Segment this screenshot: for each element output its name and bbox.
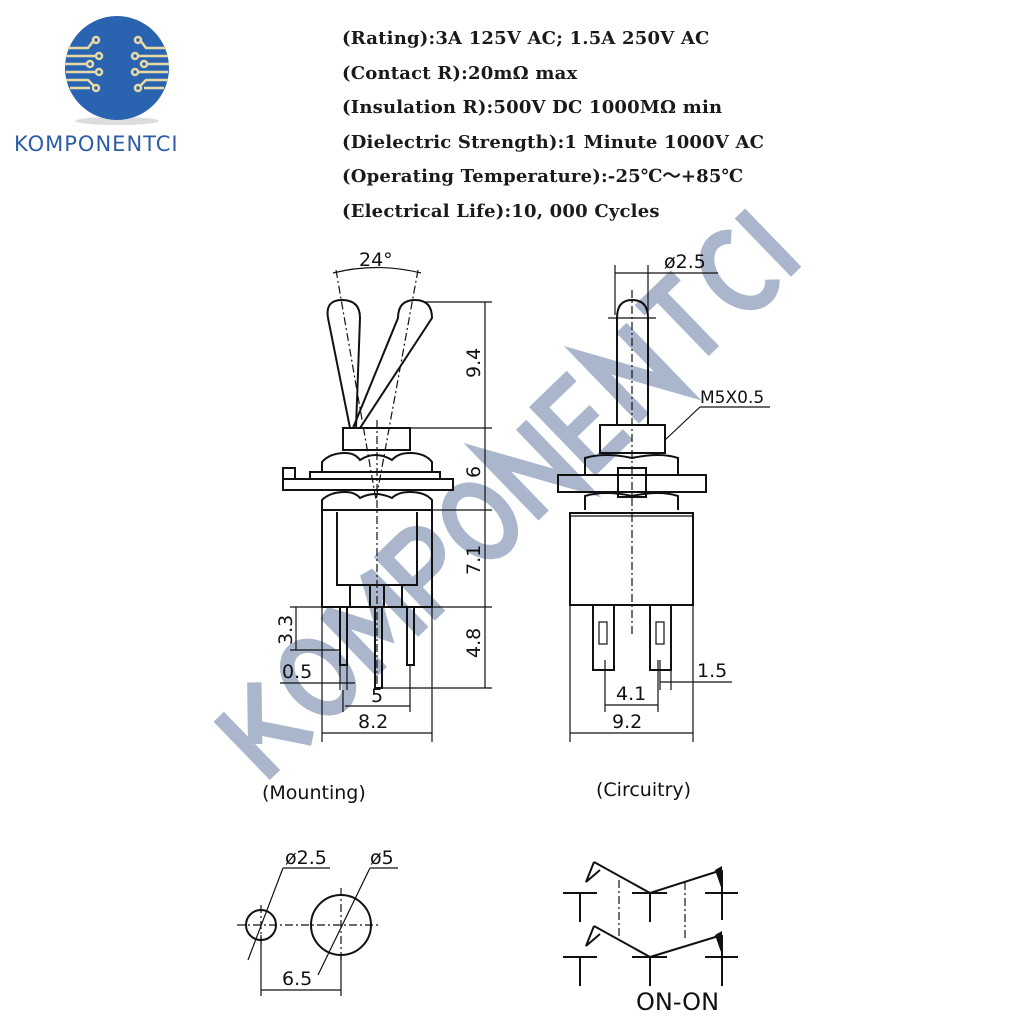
front-view xyxy=(280,266,492,742)
thread-label: M5X0.5 xyxy=(700,388,764,408)
terminal-pitch-label: 4.1 xyxy=(616,683,646,705)
mounting-title: (Mounting) xyxy=(262,782,366,804)
circuitry-title: (Circuitry) xyxy=(596,779,691,801)
side-view xyxy=(557,265,770,742)
pin-length-label: 4.8 xyxy=(463,628,485,658)
pin-thickness-label: 0.5 xyxy=(282,661,312,683)
body-height-label: 7.1 xyxy=(463,545,485,575)
logo-brand-text: KOMPONENTCI xyxy=(14,132,179,156)
lever-height-label: 9.4 xyxy=(463,348,485,378)
spec-operating-temperature: (Operating Temperature):-25℃～+85℃ xyxy=(342,166,744,187)
lever-diameter-label: ø2.5 xyxy=(664,251,706,273)
angle-label: 24° xyxy=(359,249,393,271)
circuit-diagram xyxy=(563,861,738,986)
spec-insulation-resistance: (Insulation R):500V DC 1000MΩ min xyxy=(342,97,723,118)
side-width-label: 9.2 xyxy=(612,711,642,733)
spec-dielectric-strength: (Dielectric Strength):1 Minute 1000V AC xyxy=(342,131,765,153)
spec-electrical-life: (Electrical Life):10, 000 Cycles xyxy=(342,200,660,222)
circuit-type-label: ON-ON xyxy=(636,988,719,1016)
terminal-width-label: 1.5 xyxy=(697,660,727,682)
bushing-height-label: 6 xyxy=(463,466,485,478)
specifications-list: (Rating):3A 125V AC; 1.5A 250V AC (Conta… xyxy=(342,24,764,231)
logo-icon xyxy=(65,16,169,125)
watermark xyxy=(213,208,802,781)
pin-pitch-label: 5 xyxy=(371,685,383,707)
pin-offset-label: 3.3 xyxy=(275,615,297,645)
small-hole-label: ø2.5 xyxy=(285,847,327,869)
mounting-holes xyxy=(237,867,398,996)
spec-contact-resistance: (Contact R):20mΩ max xyxy=(342,62,578,84)
spec-rating: (Rating):3A 125V AC; 1.5A 250V AC xyxy=(342,28,710,49)
front-width-label: 8.2 xyxy=(358,711,388,733)
large-hole-label: ø5 xyxy=(370,847,394,869)
hole-spacing-label: 6.5 xyxy=(282,968,312,990)
